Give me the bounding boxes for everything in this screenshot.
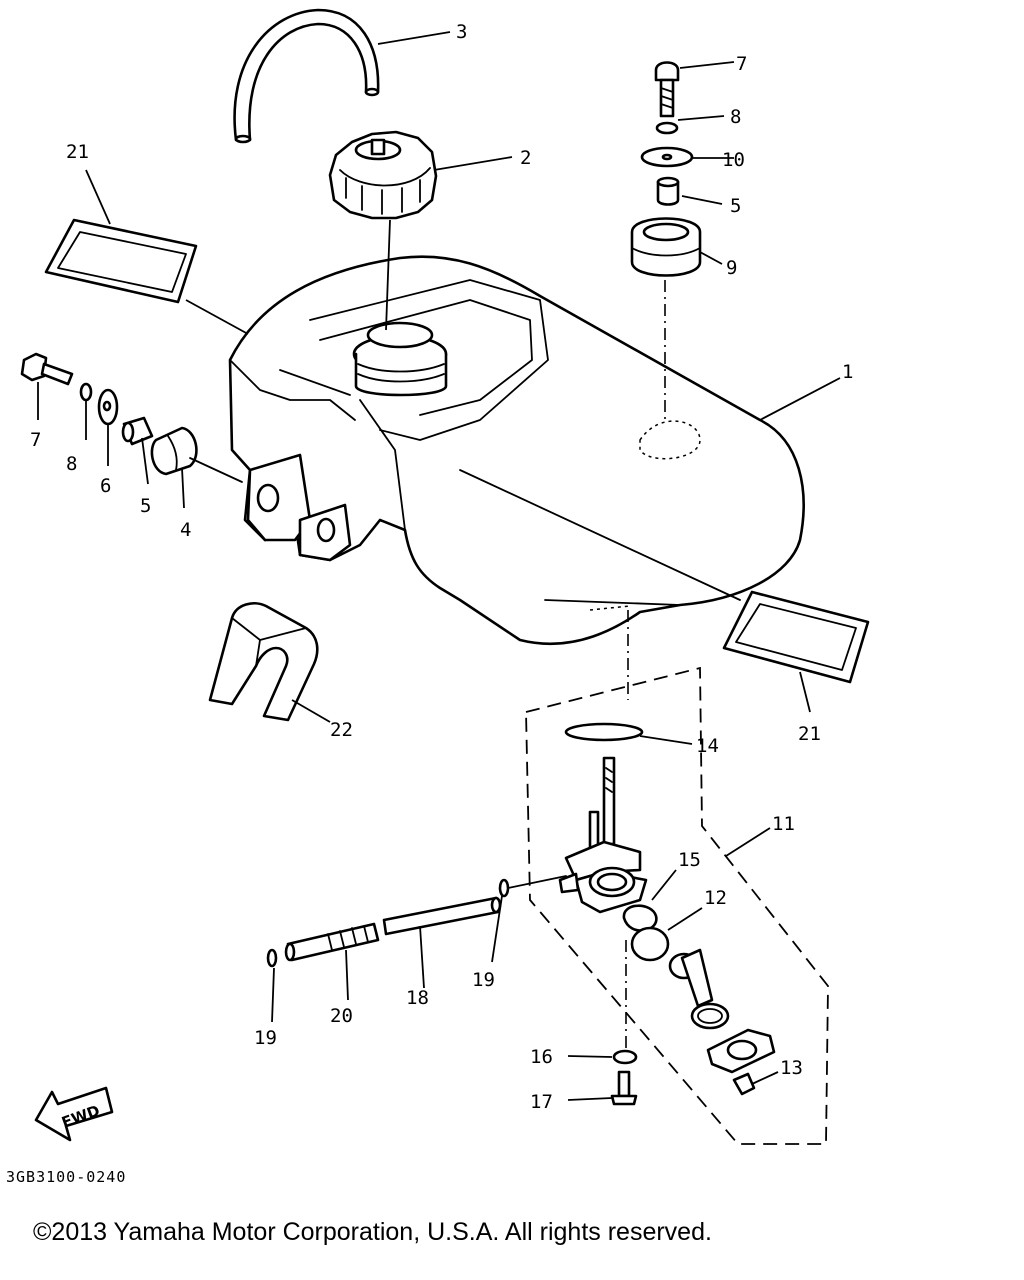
callout-6: 6 xyxy=(100,475,111,497)
lock-washer-left xyxy=(79,382,93,402)
diagram-reference-code: 3GB3100-0240 xyxy=(6,1168,127,1186)
copyright-notice: ©2013 Yamaha Motor Corporation, U.S.A. A… xyxy=(33,1218,712,1246)
callout-19-right: 19 xyxy=(472,969,495,991)
callout-1: 1 xyxy=(842,361,853,383)
damper-left xyxy=(150,426,198,476)
breather-hose xyxy=(233,8,380,144)
cushion-pad-right xyxy=(722,590,870,684)
fuel-cock-lever xyxy=(668,948,714,1008)
cushion-pad-left xyxy=(44,218,198,304)
forward-arrow-icon: FWD xyxy=(34,1086,114,1142)
callout-7-top: 7 xyxy=(736,53,747,75)
fuel-cock-gasket xyxy=(564,722,644,742)
u-clamp xyxy=(208,602,319,722)
callout-19-left: 19 xyxy=(254,1027,277,1049)
callout-15: 15 xyxy=(678,849,701,871)
callout-18: 18 xyxy=(406,987,429,1009)
mount-bolt-left xyxy=(20,352,74,386)
callout-7-left: 7 xyxy=(30,429,41,451)
callout-13: 13 xyxy=(780,1057,803,1079)
hose-clip-right xyxy=(498,878,510,898)
o-ring xyxy=(630,926,670,962)
fuel-tank-exploded-diagram: FWD 3 2 21 7 8 xyxy=(20,8,870,1145)
fuel-pipe xyxy=(382,896,502,936)
callout-17: 17 xyxy=(530,1091,553,1113)
lock-washer-top xyxy=(655,121,679,135)
drain-washer xyxy=(612,1049,638,1065)
callout-14: 14 xyxy=(696,735,719,757)
callout-4: 4 xyxy=(180,519,191,541)
collar-top xyxy=(656,176,680,206)
plain-washer-top xyxy=(640,146,694,168)
lever-seal xyxy=(690,1002,730,1030)
callout-10: 10 xyxy=(722,149,745,171)
callout-22: 22 xyxy=(330,719,353,741)
hose-clip-left xyxy=(266,948,278,968)
callout-5-left: 5 xyxy=(140,495,151,517)
plain-washer-left xyxy=(97,388,119,426)
callout-8-top: 8 xyxy=(730,106,741,128)
callout-9: 9 xyxy=(726,257,737,279)
callout-labels: 3 2 21 7 8 10 5 9 1 7 8 6 5 4 22 21 14 1… xyxy=(30,21,853,1113)
filter-cup xyxy=(622,904,658,932)
hose-axis xyxy=(507,875,567,889)
callout-3: 3 xyxy=(456,21,467,43)
bolt-axis-left xyxy=(189,457,243,483)
damper-top xyxy=(630,217,702,277)
callout-21-right: 21 xyxy=(798,723,821,745)
fuel-cock-plate xyxy=(706,1028,776,1074)
fuel-pipe-section xyxy=(284,922,380,962)
callout-11: 11 xyxy=(772,813,795,835)
callout-20: 20 xyxy=(330,1005,353,1027)
leader-lines xyxy=(37,31,841,1101)
callout-21-left: 21 xyxy=(66,141,89,163)
collar-left xyxy=(121,416,154,446)
fuel-cock xyxy=(558,756,648,914)
fuel-cock-assembly-boundary xyxy=(525,666,829,1145)
callout-8-left: 8 xyxy=(66,453,77,475)
callout-16: 16 xyxy=(530,1046,553,1068)
fuel-tank xyxy=(228,255,805,646)
callout-2: 2 xyxy=(520,147,531,169)
callout-12: 12 xyxy=(704,887,727,909)
drain-screw xyxy=(610,1070,638,1106)
callout-5-top: 5 xyxy=(730,195,741,217)
mount-bolt-top xyxy=(654,61,680,118)
plate-screw xyxy=(732,1072,756,1096)
fuel-cap xyxy=(328,130,438,220)
